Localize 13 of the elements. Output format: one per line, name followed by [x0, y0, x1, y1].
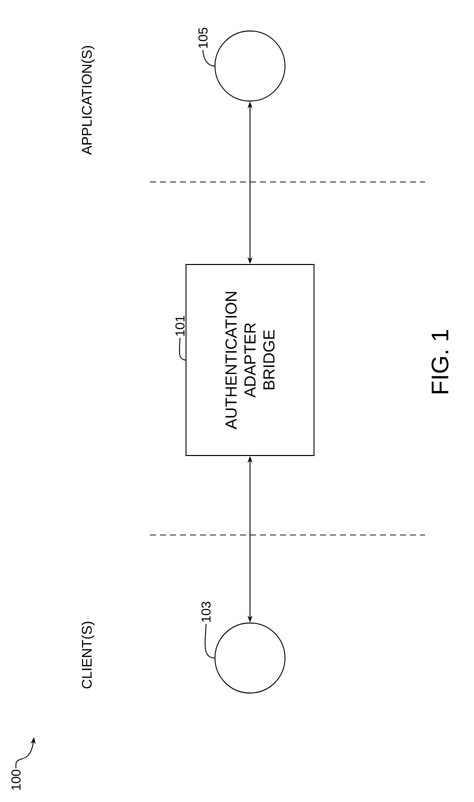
- callout-number: 101: [175, 316, 185, 336]
- region-label: CLIENT(S): [82, 622, 94, 688]
- callout-number: 105: [198, 28, 208, 48]
- process-box: AUTHENTICATION ADAPTER BRIDGE: [186, 264, 314, 456]
- leader-line: [204, 624, 215, 658]
- callout-number: 100: [11, 770, 21, 790]
- circle-node: [214, 622, 286, 694]
- circle-node: [214, 30, 286, 102]
- figure-label: FIG. 1: [432, 330, 448, 394]
- region-label: APPLICATION(S): [82, 46, 94, 155]
- callout-number: 103: [201, 602, 211, 622]
- leader-line: [202, 50, 215, 66]
- leader-line: [178, 338, 186, 360]
